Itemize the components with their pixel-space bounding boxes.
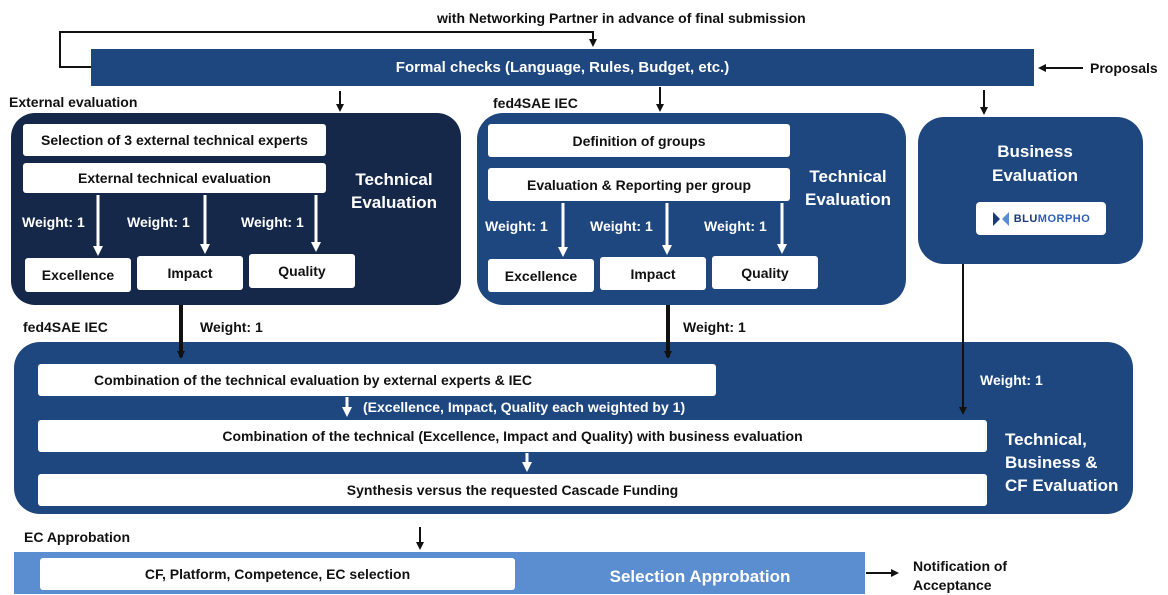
weight-label: Weight: 1 [22, 214, 85, 230]
proposals-label: Proposals [1090, 60, 1158, 76]
blumorpho-icon [992, 211, 1009, 226]
weight-label: Weight: 1 [241, 214, 304, 230]
ec-approbation-title: EC Approbation [24, 529, 131, 545]
weight-label: Weight: 1 [200, 319, 263, 335]
business-evaluation-label: Business Evaluation [992, 142, 1078, 185]
iec-combination-title: fed4SAE IEC [23, 319, 108, 335]
weight-label: Weight: 1 [980, 372, 1043, 388]
quality-box: Quality [712, 256, 818, 289]
weight-label: Weight: 1 [683, 319, 746, 335]
impact-box: Impact [137, 256, 243, 290]
synthesis-box: Synthesis versus the requested Cascade F… [38, 474, 987, 506]
notification-label: Notification of Acceptance [913, 558, 1008, 593]
ec-selection-box: CF, Platform, Competence, EC selection [40, 558, 515, 590]
formal-checks-bar: Formal checks (Language, Rules, Budget, … [91, 49, 1034, 86]
iec-title: fed4SAE IEC [493, 95, 578, 111]
impact-box: Impact [600, 257, 706, 290]
excellence-box: Excellence [488, 259, 594, 292]
technical-evaluation-label: Technical Evaluation [351, 170, 437, 212]
technical-business-cf-label: Technical, Business & CF Evaluation [1005, 430, 1119, 495]
evaluation-reporting-box: Evaluation & Reporting per group [488, 168, 790, 201]
logo-wordmark: BLUMORPHO [1013, 212, 1091, 225]
quality-box: Quality [249, 254, 355, 288]
combination-step1-box: Combination of the technical evaluation … [38, 364, 716, 396]
blumorpho-logo: BLUMORPHO [976, 202, 1106, 235]
weight-label: Weight: 1 [485, 218, 548, 234]
excellence-box: Excellence [25, 258, 131, 292]
external-evaluation-title: External evaluation [9, 94, 138, 110]
selection-approbation-label: Selection Approbation [609, 567, 791, 586]
weight-label: Weight: 1 [127, 214, 190, 230]
selection-experts-box: Selection of 3 external technical expert… [23, 124, 326, 156]
combination-step2-box: Combination of the technical (Excellence… [38, 420, 987, 452]
weighting-note: (Excellence, Impact, Quality each weight… [363, 399, 686, 415]
technical-evaluation-label: Technical Evaluation [805, 167, 891, 209]
top-note: with Networking Partner in advance of fi… [437, 10, 806, 26]
weight-label: Weight: 1 [590, 218, 653, 234]
weight-label: Weight: 1 [704, 218, 767, 234]
business-panel [918, 117, 1143, 264]
definition-groups-box: Definition of groups [488, 124, 790, 157]
external-technical-evaluation-box: External technical evaluation [23, 163, 326, 193]
